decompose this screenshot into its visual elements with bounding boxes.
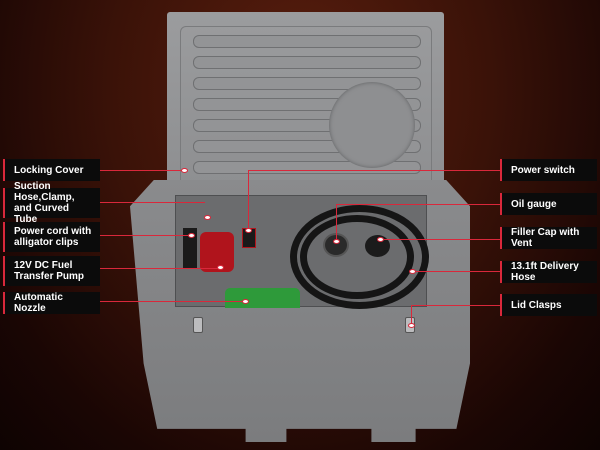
callout-lid-clasps: Lid Clasps [500, 294, 597, 316]
leader-line [248, 170, 249, 230]
callout-oil-gauge: Oil gauge [500, 193, 597, 215]
callout-power-switch: Power switch [500, 159, 597, 181]
callout-locking-cover: Locking Cover [3, 159, 100, 181]
leader-line [336, 204, 500, 205]
leader-line [336, 204, 337, 242]
power-cord-bundle [183, 228, 197, 268]
callout-dot [333, 239, 340, 244]
callout-dot [245, 228, 252, 233]
callout-dot [242, 299, 249, 304]
callout-dot [188, 233, 195, 238]
callout-delivery-hose: 13.1ft Delivery Hose [500, 261, 597, 283]
leader-line [100, 202, 205, 203]
callout-dot [409, 269, 416, 274]
leader-line [100, 268, 220, 269]
callout-power-cord: Power cord with alligator clips [3, 222, 100, 252]
lid-clasp [193, 317, 203, 333]
leader-line [380, 239, 500, 240]
callout-dot [217, 265, 224, 270]
callout-dot [181, 168, 188, 173]
tank-lid [167, 12, 444, 197]
leader-line [248, 170, 500, 171]
leader-line [411, 305, 500, 306]
callout-dot [408, 323, 415, 328]
callout-automatic-nozzle: Automatic Nozzle [3, 292, 100, 314]
leader-line [100, 301, 245, 302]
callout-dot [377, 237, 384, 242]
callout-suction-hose: Suction Hose,Clamp, and Curved Tube [3, 181, 100, 225]
lid-panel [180, 26, 432, 186]
lid-rib [193, 56, 421, 69]
lid-rib [193, 35, 421, 48]
callout-dot [204, 215, 211, 220]
leader-line [100, 235, 190, 236]
delivery-hose-coil [290, 205, 429, 309]
leader-line [100, 170, 183, 171]
filler-cap [365, 235, 390, 257]
callout-filler-cap: Filler Cap with Vent [500, 227, 597, 249]
leader-line [411, 305, 412, 325]
delivery-hose-coil [300, 215, 414, 299]
callout-fuel-pump: 12V DC Fuel Transfer Pump [3, 256, 100, 286]
leader-line [412, 271, 500, 272]
automatic-nozzle [225, 288, 300, 308]
lid-disc [329, 82, 415, 168]
